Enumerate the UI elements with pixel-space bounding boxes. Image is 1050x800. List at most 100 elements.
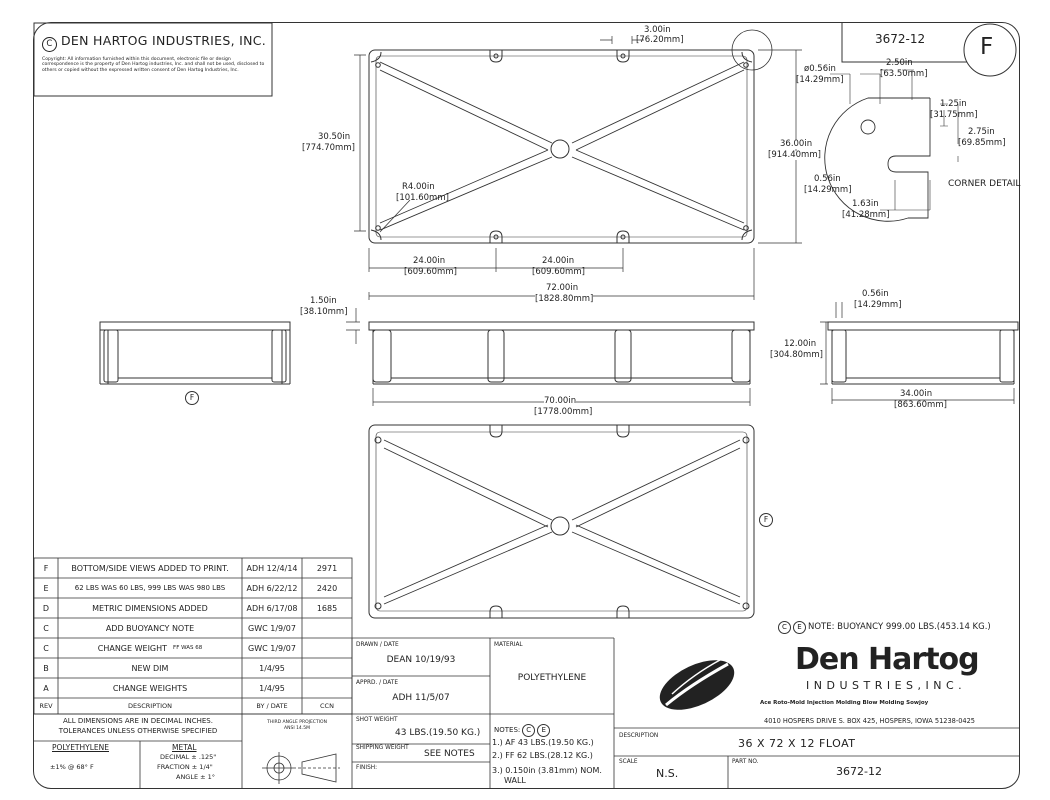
rev-letter: C: [43, 643, 49, 653]
shot-weight-value: 43 LBS.(19.50 KG.): [395, 728, 481, 738]
dim-30-50in: 30.50in: [318, 132, 351, 142]
brand-address: 4010 HOSPERS DRIVE S. BOX 425, HOSPERS, …: [764, 717, 976, 725]
buoyancy-note: C E NOTE: BUOYANCY 999.00 LBS.(453.14 KG…: [778, 621, 991, 634]
view-marker-f-left: F: [185, 391, 199, 405]
rev-description: BOTTOM/SIDE VIEWS ADDED TO PRINT.: [71, 563, 229, 573]
rev-letter: D: [42, 603, 50, 613]
part-number-box: [841, 23, 990, 63]
corner-2-50in-mm: [63.50mm]: [880, 69, 928, 79]
end-view-left: [99, 321, 291, 385]
corner-2-75in: 2.75in: [968, 127, 995, 137]
company-header-box: [33, 22, 273, 97]
rev-header-by: BY / DATE: [256, 702, 288, 710]
rev-by-date: GWC 1/9/07: [248, 623, 296, 633]
dim-24in-a: 24.00in: [413, 256, 446, 266]
rev-description: ADD BUOYANCY NOTE: [105, 623, 195, 633]
third-angle-projection-symbol: [262, 752, 340, 784]
note-3: 3.) 0.150in (3.81mm) NOM.: [492, 766, 602, 775]
rev-letter: A: [43, 683, 49, 693]
corner-2-75in-mm: [69.85mm]: [958, 138, 1006, 148]
note-3-cont: WALL: [504, 776, 526, 785]
rev-description: METRIC DIMENSIONS ADDED: [92, 603, 208, 613]
dim-24in-a-mm: [609.60mm]: [404, 267, 457, 277]
rev-header-ccn: CCN: [320, 702, 334, 710]
rev-letter: B: [43, 663, 49, 673]
copyright-icon: C: [42, 37, 57, 52]
corner-detail-drawing: [824, 69, 959, 222]
tolerance-metal-decimal: DECIMAL ± .125": [160, 753, 217, 761]
dim-24in-b-mm: [609.60mm]: [532, 267, 585, 277]
dim-r4in-mm: [101.60mm]: [396, 193, 449, 203]
tolerance-metal-angle: ANGLE ± 1°: [176, 773, 216, 781]
note-1: 1.) AF 43 LBS.(19.50 KG.): [492, 738, 594, 747]
material-value: POLYETHYLENE: [517, 673, 587, 683]
dim-12in-mm: [304.80mm]: [770, 350, 823, 360]
corner-detail-title: CORNER DETAIL: [948, 179, 1021, 189]
dim-24in-b: 24.00in: [542, 256, 575, 266]
shipping-weight-label: SHIPPING WEIGHT: [356, 745, 409, 751]
corner-0-56in: 0.56in: [814, 174, 841, 184]
tolerance-line-2: TOLERANCES UNLESS OTHERWISE SPECIFIED: [58, 727, 218, 735]
description-label: DESCRIPTION: [619, 733, 659, 739]
rev-header-rev: REV: [39, 702, 53, 710]
bottom-view: [368, 424, 755, 619]
shipping-weight-value: SEE NOTES: [424, 749, 475, 759]
brand-services: Ace Roto-Mold Injection Molding Blow Mol…: [760, 700, 929, 706]
copyright-notice: Copyright: All information furnished wit…: [42, 57, 265, 73]
notes-marker-e: E: [537, 724, 551, 737]
corner-dia: ø0.56in: [804, 64, 836, 74]
corner-1-63in: 1.63in: [852, 199, 879, 209]
buoyancy-note-text: NOTE: BUOYANCY 999.00 LBS.(453.14 KG.): [808, 622, 991, 633]
corner-dia-mm: [14.29mm]: [796, 75, 844, 85]
rev-header-description: DESCRIPTION: [128, 702, 172, 710]
front-view: [368, 321, 755, 385]
rev-by-date: ADH 6/17/08: [246, 603, 298, 613]
dim-70in-mm: [1778.00mm]: [534, 407, 593, 417]
dim-12in: 12.00in: [784, 339, 817, 349]
front-view-dimensions: [346, 308, 751, 406]
brand-name: Den Hartog: [795, 642, 980, 677]
finish-label: FINISH:: [356, 765, 378, 771]
dim-36in: 36.00in: [780, 139, 813, 149]
dim-30-50in-mm: [774.70mm]: [302, 143, 355, 153]
dim-r4in: R4.00in: [402, 182, 435, 192]
top-view-dimensions: [354, 36, 802, 300]
dim-36in-mm: [914.40mm]: [768, 150, 821, 160]
corner-2-50in: 2.50in: [886, 58, 913, 68]
dim-3in: 3.00in: [644, 25, 671, 35]
side-view-dimensions: [820, 302, 1015, 404]
company-logo-mark: [659, 659, 735, 710]
drawn-value: DEAN 10/19/93: [386, 655, 456, 665]
rev-by-date: 1/4/95: [259, 683, 285, 693]
rev-description-note: FF WAS 68: [173, 645, 203, 651]
drawn-label: DRAWN / DATE: [356, 642, 399, 648]
shot-weight-label: SHOT WEIGHT: [356, 717, 398, 723]
company-name: DEN HARTOG INDUSTRIES, INC.: [61, 33, 267, 48]
tolerance-poly-label: POLYETHYLENE: [52, 743, 109, 752]
rev-by-date: ADH 12/4/14: [246, 563, 298, 573]
part-no-value: 3672-12: [836, 765, 882, 778]
dim-72in-mm: [1828.80mm]: [535, 294, 594, 304]
tolerance-poly-value: ±1% @ 68° F: [50, 763, 94, 771]
corner-0-56in-mm: [14.29mm]: [804, 185, 852, 195]
dim-3in-mm: [76.20mm]: [636, 35, 684, 45]
tolerance-metal-fraction: FRACTION ± 1/4": [157, 763, 213, 771]
brand-subtitle: INDUSTRIES,INC.: [806, 679, 967, 692]
description-value: 36 X 72 X 12 FLOAT: [738, 737, 856, 750]
material-label: MATERIAL: [494, 642, 523, 648]
view-marker-f-bottom: F: [759, 513, 773, 527]
dim-1-50in: 1.50in: [310, 296, 337, 306]
corner-1-25in: 1.25in: [940, 99, 967, 109]
dim-1-50in-mm: [38.10mm]: [300, 307, 348, 317]
approved-value: ADH 11/5/07: [392, 693, 450, 703]
dim-side-0-56in: 0.56in: [862, 289, 889, 299]
rev-ccn: 2420: [316, 583, 338, 593]
dim-34in: 34.00in: [900, 389, 933, 399]
tolerance-line-1: ALL DIMENSIONS ARE IN DECIMAL INCHES.: [63, 717, 213, 725]
rev-description: NEW DIM: [131, 663, 169, 673]
dim-side-0-56in-mm: [14.29mm]: [854, 300, 902, 310]
notes-header: NOTES: C E: [494, 724, 551, 737]
revision-circle: [963, 23, 1017, 77]
